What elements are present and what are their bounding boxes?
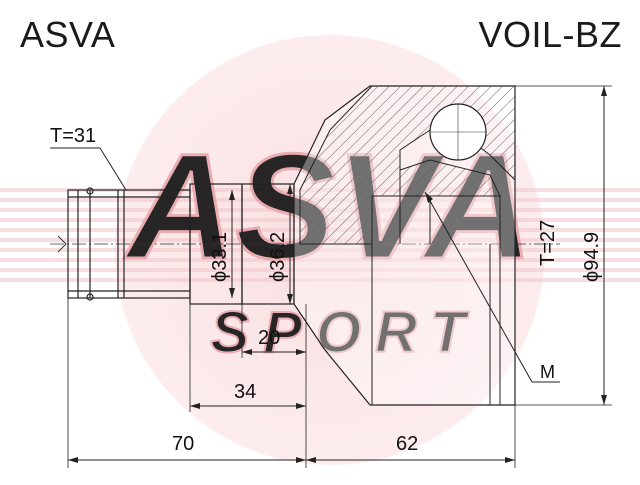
dim-shaft-length: 70 <box>67 298 307 468</box>
dim-spline-outer: T=31 <box>50 125 127 191</box>
dim-seal-length: 20 <box>241 304 306 358</box>
label-body-length: 62 <box>396 433 418 455</box>
label-shaft-length: 70 <box>172 433 194 455</box>
label-seal-length: 20 <box>258 327 280 349</box>
label-body-diameter: ϕ94.9 <box>581 232 603 282</box>
label-thread: M <box>540 362 555 382</box>
brand-title: ASVA <box>20 14 116 55</box>
part-number: VOIL-BZ <box>478 14 622 55</box>
dim-body-length: 62 <box>306 405 516 468</box>
spline-shaft <box>67 187 191 301</box>
label-spline-teeth-outer: T=31 <box>50 125 96 147</box>
label-spline-teeth-inner: T=27 <box>537 220 559 266</box>
joint-body <box>293 85 516 406</box>
dim-seal-diameter: ϕ36.2 <box>267 184 293 304</box>
dim-thread: M <box>424 191 560 383</box>
inner-race <box>399 159 501 197</box>
label-shaft-to-seal-length: 34 <box>234 381 256 403</box>
axis-arrow <box>57 235 67 253</box>
watermark-bottom-text: SPORT <box>211 300 480 365</box>
label-shaft-diameter: ϕ33.1 <box>209 232 231 282</box>
dim-shaft-to-seal-length: 34 <box>189 298 307 412</box>
dim-body-diameter: ϕ94.9 <box>515 85 612 406</box>
label-seal-diameter: ϕ36.2 <box>267 232 289 282</box>
dim-spline-inner: T=27 <box>537 220 559 266</box>
dim-shaft-diameter: ϕ33.1 <box>209 190 235 298</box>
